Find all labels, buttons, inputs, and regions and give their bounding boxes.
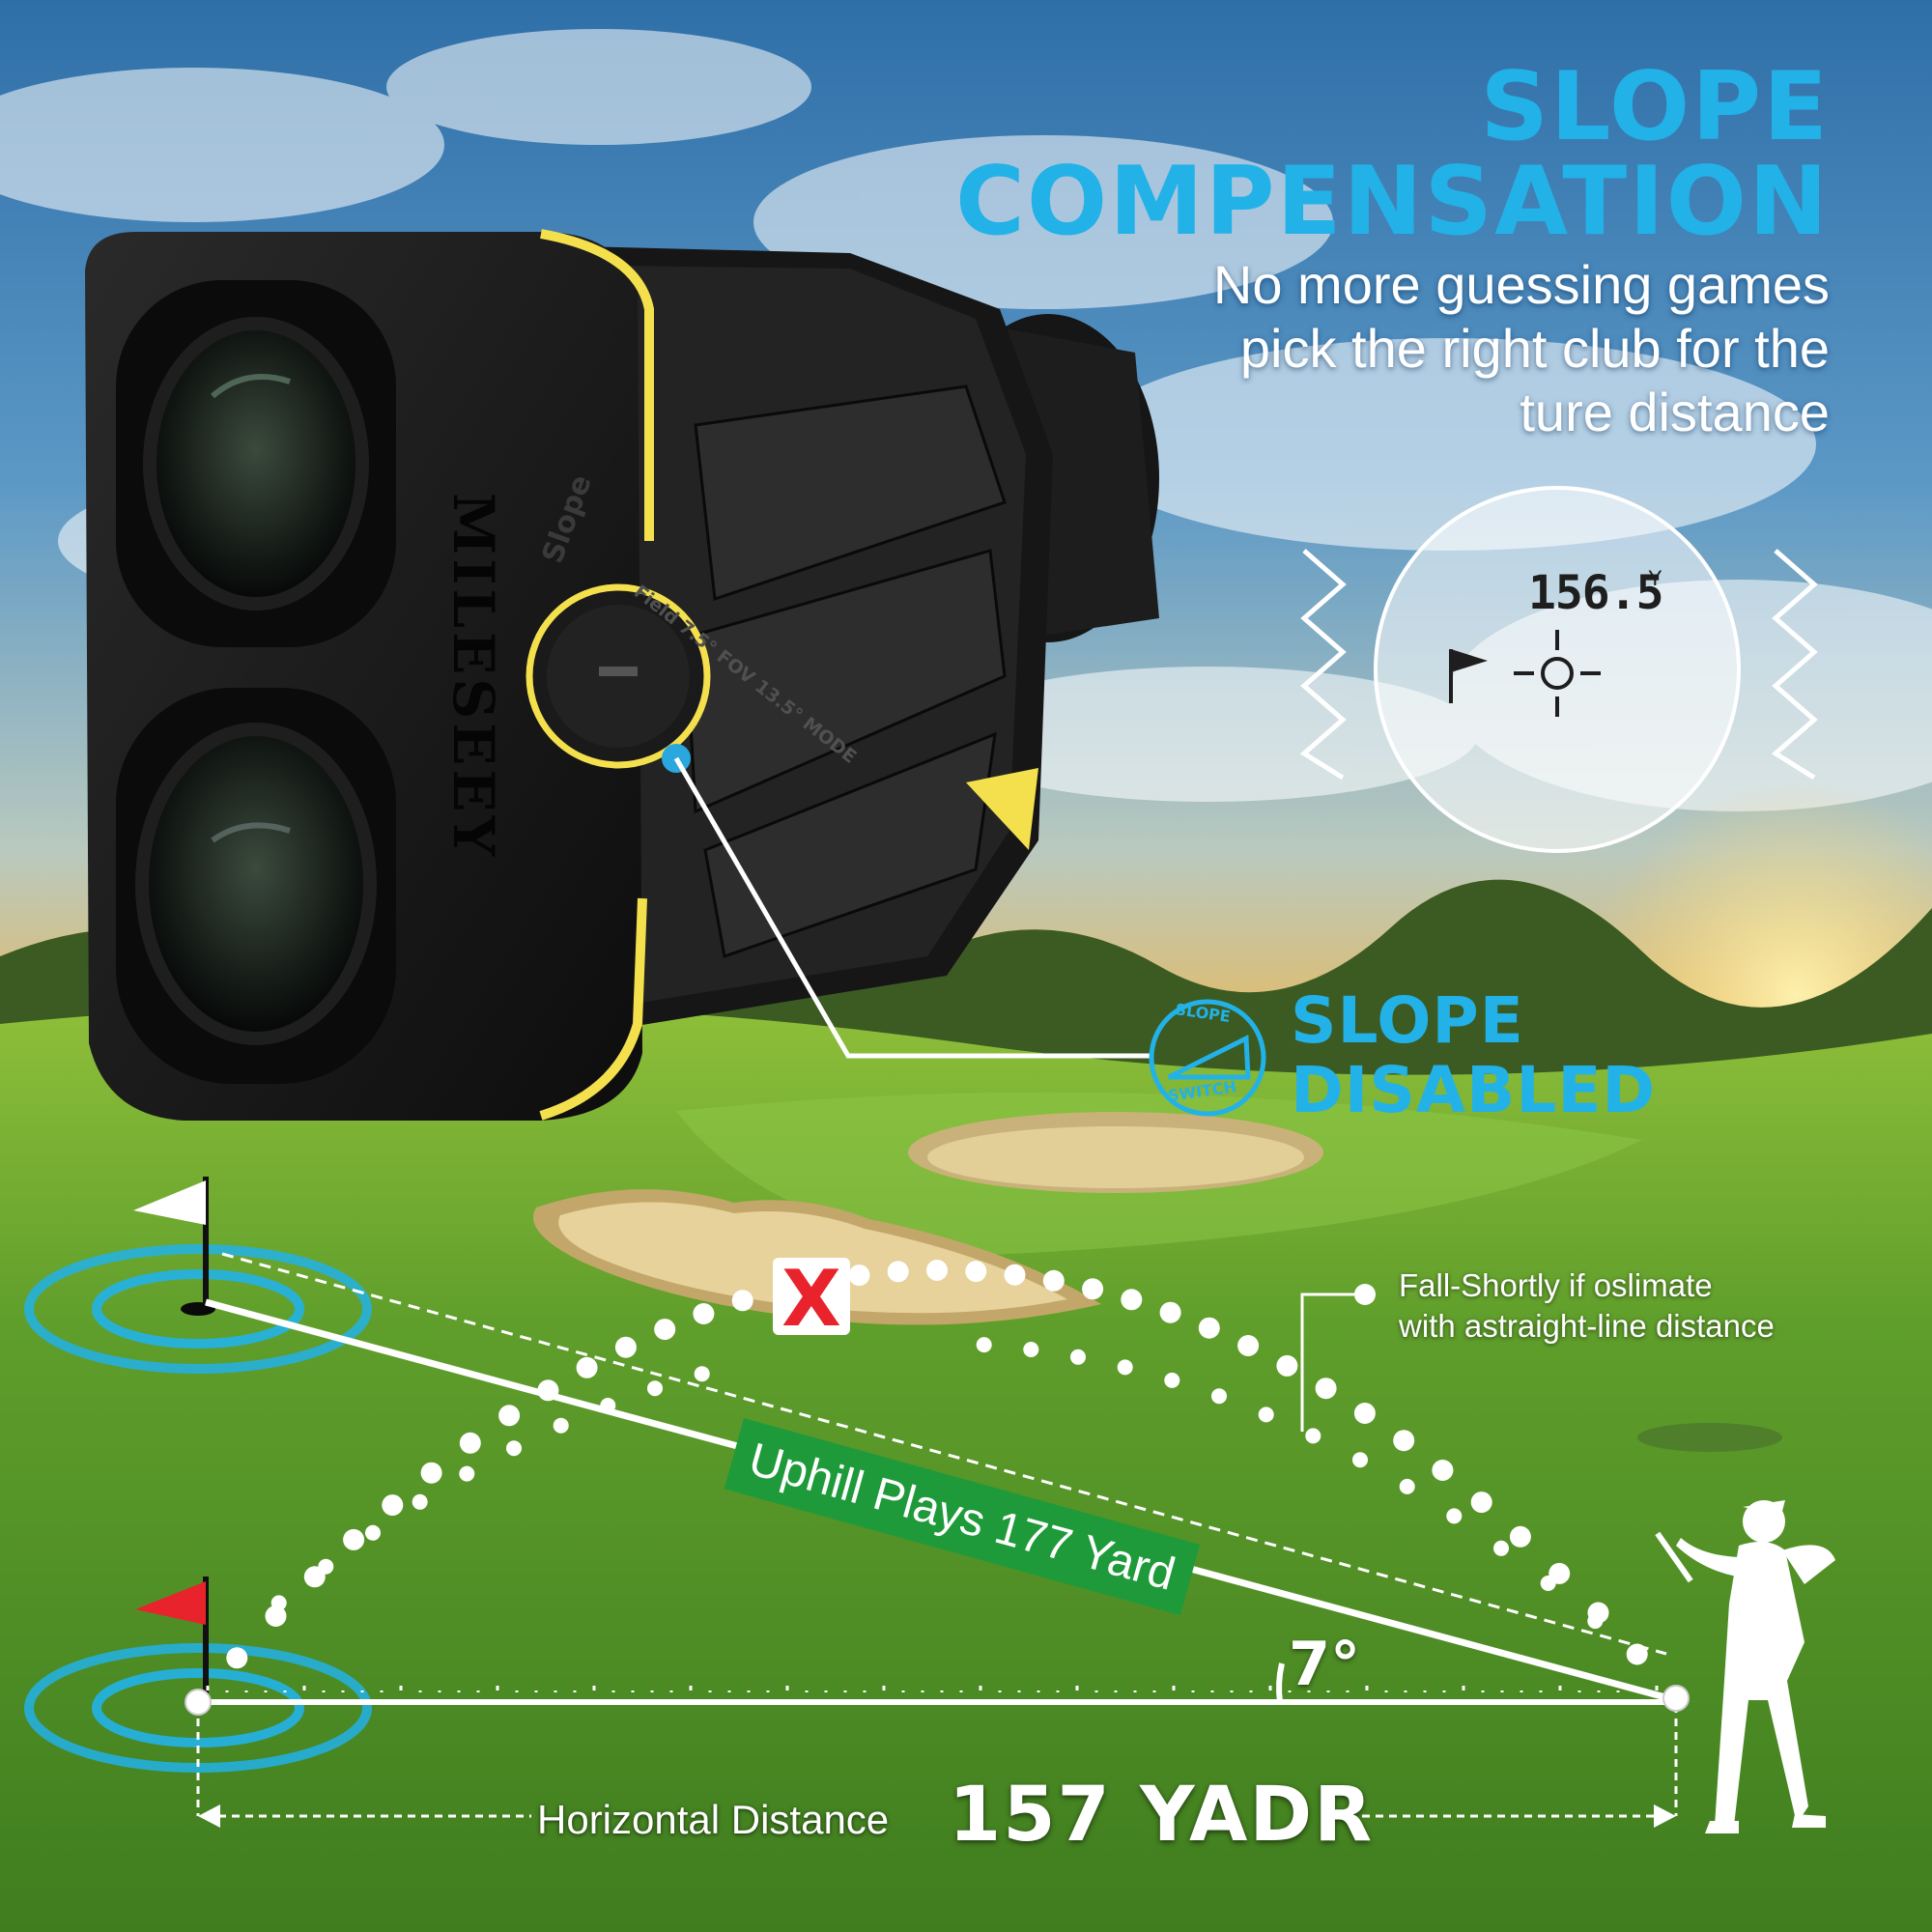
trajectory-dot (1042, 1269, 1065, 1292)
slope-status: SLOPE DISABLED (1291, 989, 1656, 1122)
trajectory-dot (600, 1398, 616, 1413)
horizontal-distance-value: 157 YADR (949, 1772, 1375, 1859)
annotation-line-1: Fall-Shortly if oslimate (1399, 1267, 1713, 1303)
trajectory-dot (1070, 1349, 1086, 1365)
display-unit: Y (1648, 566, 1662, 590)
subheadline-line-3: ture distance (1520, 382, 1830, 442)
trajectory-dot (506, 1440, 522, 1457)
trajectory-dot (498, 1405, 521, 1427)
trajectory-dot (1548, 1562, 1571, 1584)
trajectory-dot (848, 1264, 870, 1287)
trajectory-dot (694, 1366, 710, 1382)
trajectory-dot (654, 1319, 676, 1341)
trajectory-dot (412, 1493, 428, 1510)
trajectory-dot (537, 1379, 559, 1402)
trajectory-dot (1023, 1342, 1039, 1357)
brand-logo: MILESEEY (440, 493, 506, 860)
trajectory-dot (576, 1356, 598, 1378)
annotation-pointer (1300, 1293, 1365, 1432)
trajectory-dot (647, 1380, 663, 1397)
grip-texture (684, 384, 1007, 958)
trajectory-dot (382, 1494, 404, 1517)
missed-shot-marker: X (781, 1254, 841, 1344)
trajectory-dot (1432, 1460, 1454, 1481)
trajectory-dot (1004, 1264, 1026, 1286)
trajectory-dot (1159, 1301, 1181, 1323)
upper-lens (143, 317, 369, 611)
trajectory-dot (303, 1566, 326, 1588)
trajectory-dot (1305, 1428, 1321, 1444)
slope-status-line-1: SLOPE (1291, 983, 1524, 1058)
trajectory-dot (887, 1261, 909, 1283)
trajectory-dot (693, 1303, 715, 1324)
horizontal-distance-label: Horizontal Distance (537, 1797, 890, 1842)
ball-at-hole (185, 1689, 212, 1716)
trajectory-dot (1082, 1278, 1104, 1300)
trajectory-dot (731, 1290, 753, 1312)
trajectory-dot (976, 1337, 992, 1353)
rangefinder-device: MILESEEY Slope Field 7.5° FOV 13.5° MODE (85, 229, 1159, 1121)
trajectory-dot (1211, 1388, 1227, 1405)
callout-line (673, 756, 1152, 1059)
arrowhead-right-icon (1654, 1804, 1676, 1828)
trajectory-dot (1237, 1335, 1260, 1356)
trajectory-dot (1446, 1508, 1463, 1524)
trajectory-dot (1198, 1317, 1220, 1339)
angle-label: 7° (1289, 1629, 1361, 1699)
annotation-dot (1354, 1284, 1376, 1305)
trajectory-dot (1470, 1492, 1492, 1514)
trajectory-dot (926, 1260, 948, 1281)
golf-ball (1662, 1685, 1690, 1712)
trajectory-dot (1399, 1478, 1415, 1494)
trajectory-long (226, 1260, 1648, 1669)
lower-lens (135, 723, 377, 1045)
white-flag-icon (133, 1177, 209, 1304)
arrowhead-left-icon (198, 1804, 220, 1828)
trajectory-dot (1352, 1452, 1368, 1468)
left-chevron-icon (1299, 549, 1347, 781)
trajectory-dot (614, 1336, 637, 1358)
missed-shot-marker-bg (773, 1258, 850, 1335)
trajectory-dot (1393, 1430, 1415, 1452)
headline-line-1: SLOPE (1480, 52, 1830, 162)
angle-arc (1276, 1662, 1285, 1703)
trajectory-short (270, 1337, 1604, 1630)
hole-target-lower (24, 1643, 372, 1773)
trajectory-dot (1121, 1289, 1143, 1311)
right-chevron-icon (1771, 549, 1818, 781)
trajectory-dot (1315, 1378, 1337, 1400)
trajectory-dot (1258, 1406, 1274, 1423)
trajectory-dot (1587, 1602, 1609, 1624)
crosshair-icon (1514, 630, 1601, 717)
trajectory-dot (1276, 1354, 1298, 1377)
display-distance: 156.5 (1528, 566, 1663, 620)
trajectory-dot (226, 1647, 248, 1669)
golfer-silhouette-icon (1655, 1500, 1835, 1833)
viewfinder-display (1374, 486, 1741, 853)
trajectory-dot (459, 1465, 475, 1482)
trajectory-dot (1493, 1540, 1509, 1556)
trajectory-dot (365, 1524, 381, 1541)
ruler-ticks (206, 1686, 1659, 1692)
trajectory-dot (1626, 1643, 1648, 1665)
trajectory-dot (459, 1432, 481, 1454)
sand-bunkers (533, 1112, 1782, 1452)
trajectory-dot (1509, 1525, 1531, 1548)
headline-line-2: COMPENSATION (955, 147, 1830, 257)
trajectory-dot (965, 1261, 987, 1283)
trajectory-dot (343, 1528, 365, 1550)
trajectory-dot (420, 1462, 442, 1484)
trajectory-dot (1353, 1403, 1376, 1424)
subheadline-line-1: No more guessing games (1212, 254, 1830, 315)
trajectory-dot (265, 1605, 287, 1627)
flag-icon (1449, 649, 1488, 703)
red-flag-icon (135, 1577, 209, 1706)
trajectory-dot (1117, 1359, 1133, 1376)
subheadline-line-2: pick the right club for the (1239, 318, 1830, 379)
annotation-line-2: with astraight-line distance (1399, 1308, 1775, 1344)
trajectory-dot (553, 1417, 569, 1434)
trajectory-dot (1164, 1372, 1180, 1388)
slope-status-line-2: DISABLED (1291, 1053, 1657, 1127)
